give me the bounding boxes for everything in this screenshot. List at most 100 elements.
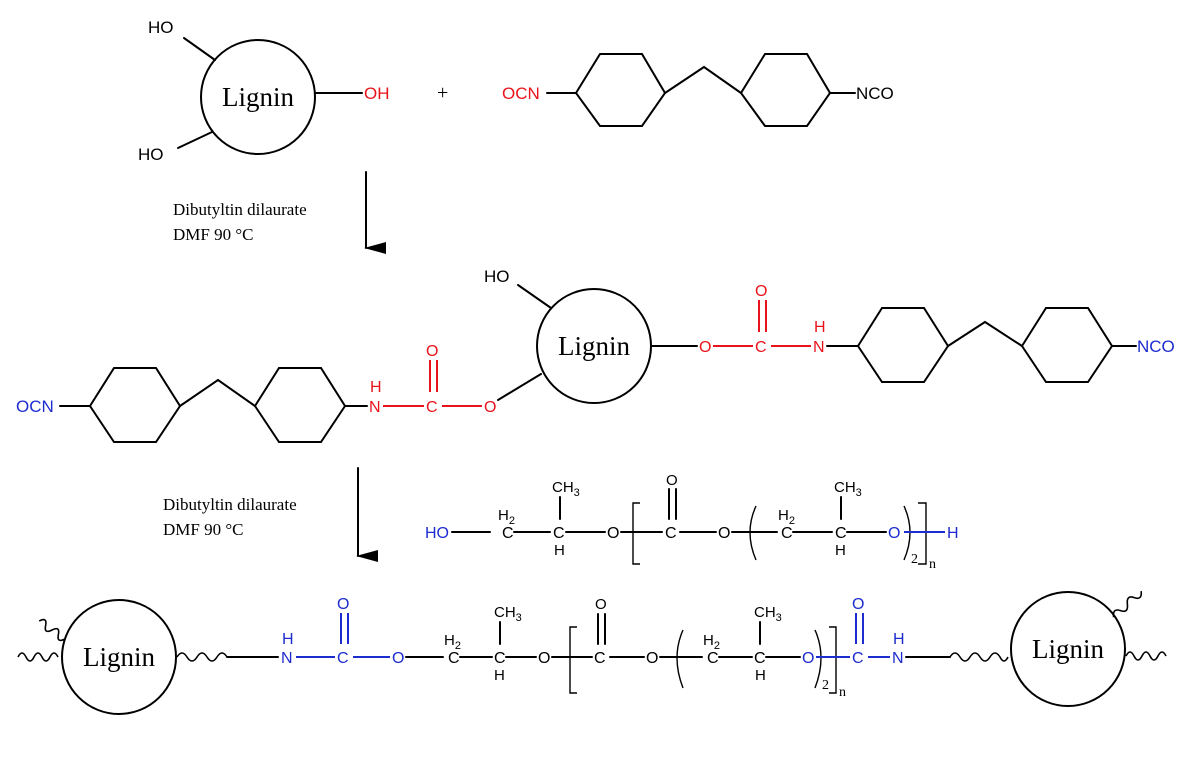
- label-o-ester-right: O: [699, 339, 711, 356]
- label-nco-blue: NCO: [1137, 337, 1175, 356]
- wavy-bond: [949, 652, 1009, 662]
- bond-ho-top: [183, 37, 216, 61]
- label-sub-2: 2: [911, 552, 918, 567]
- label-o: O: [607, 525, 619, 542]
- methylene-bridge: [947, 320, 1023, 347]
- label-ch3: CH3: [494, 604, 522, 624]
- label-o-carbonyl-right: O: [755, 283, 767, 300]
- close-square-bracket: [918, 502, 927, 565]
- lignin-label: Lignin: [558, 331, 630, 361]
- cyclohexane-ring: [1020, 307, 1114, 383]
- lignin-circle: [61, 599, 177, 715]
- close-square-bracket: [829, 626, 837, 694]
- step2-conditions: DMF 90 °C: [163, 520, 243, 539]
- methylene-bridge: [664, 65, 742, 94]
- label-c-right: C: [755, 339, 767, 356]
- label-ch3: CH3: [552, 479, 580, 499]
- label-c: C: [553, 525, 565, 542]
- lignin-circle: [1010, 591, 1126, 707]
- open-square-bracket: [569, 626, 577, 694]
- label-o-blue: O: [337, 596, 349, 613]
- label-h: H: [554, 542, 565, 559]
- label-c-left: C: [426, 399, 438, 416]
- label-c: C: [781, 525, 793, 542]
- lignin-label: Lignin: [83, 642, 155, 672]
- label-n-right: N: [813, 339, 825, 356]
- label-h2: H2: [444, 632, 461, 652]
- label-h-blue: H: [893, 631, 905, 648]
- open-square-bracket: [632, 502, 640, 565]
- final-product: Lignin H N C O O H2 C C H CH3 O C O O: [17, 591, 1167, 715]
- step1-conditions: DMF 90 °C: [173, 225, 253, 244]
- label-c: C: [754, 650, 766, 667]
- label-ho-blue: HO: [425, 525, 449, 542]
- cyclohexane-ring: [574, 53, 667, 127]
- step2-catalyst: Dibutyltin dilaurate: [163, 495, 297, 514]
- label-o: O: [718, 525, 730, 542]
- label-h-blue: H: [947, 525, 959, 542]
- polyol-reagent: HO H2 C C H CH3 O C O O H2 C C H CH3 O 2…: [425, 472, 959, 572]
- label-o: O: [595, 596, 607, 613]
- label-sub-n: n: [929, 557, 936, 572]
- bond-ho-bottom: [177, 131, 213, 149]
- label-ho: HO: [484, 267, 510, 286]
- label-c: C: [494, 650, 506, 667]
- label-h: H: [494, 667, 505, 684]
- label-h-right: H: [814, 319, 826, 336]
- label-c-blue: C: [337, 650, 349, 667]
- label-o: O: [666, 472, 678, 489]
- wavy-bond: [1112, 591, 1143, 618]
- step1-catalyst: Dibutyltin dilaurate: [173, 200, 307, 219]
- label-n-blue: N: [892, 650, 904, 667]
- label-ch3: CH3: [834, 479, 862, 499]
- bond-ho: [517, 284, 552, 309]
- methylene-bridge: [179, 378, 256, 407]
- label-h: H: [835, 542, 846, 559]
- label-o-blue: O: [392, 650, 404, 667]
- label-o-carbonyl-left: O: [426, 343, 438, 360]
- label-h: H: [755, 667, 766, 684]
- label-sub-2: 2: [822, 678, 829, 693]
- lignin-circle: [200, 39, 316, 155]
- wavy-bond: [1125, 651, 1167, 661]
- label-n-blue: N: [281, 650, 293, 667]
- label-sub-n: n: [839, 685, 846, 700]
- label-h2: H2: [498, 507, 515, 527]
- wavy-bond: [38, 618, 66, 642]
- reactant-lignin: Lignin HO HO OH: [138, 18, 390, 164]
- label-ocn-red: OCN: [502, 84, 540, 103]
- bond-o-lignin: [497, 373, 542, 401]
- label-ho-top: HO: [148, 18, 174, 37]
- label-o-ester-left: O: [484, 399, 496, 416]
- label-c: C: [835, 525, 847, 542]
- label-o: O: [646, 650, 658, 667]
- label-o-blue: O: [802, 650, 814, 667]
- label-c-blue: C: [852, 650, 864, 667]
- plus-sign: +: [437, 82, 448, 104]
- label-h-blue: H: [282, 631, 294, 648]
- wavy-bond: [176, 652, 228, 662]
- open-paren: [676, 629, 684, 689]
- label-ch3: CH3: [754, 604, 782, 624]
- label-o-blue: O: [888, 525, 900, 542]
- label-n-left: N: [369, 399, 381, 416]
- cyclohexane-ring: [88, 367, 182, 443]
- wavy-bond: [17, 652, 59, 662]
- label-o-blue: O: [852, 596, 864, 613]
- cyclohexane-ring: [856, 307, 950, 383]
- cyclohexane-ring: [253, 367, 347, 443]
- label-ho-bottom: HO: [138, 145, 164, 164]
- label-o: O: [538, 650, 550, 667]
- label-h-left: H: [370, 379, 382, 396]
- label-c: C: [665, 525, 677, 542]
- label-c: C: [448, 650, 460, 667]
- label-h2: H2: [703, 632, 720, 652]
- label-c: C: [707, 650, 719, 667]
- reactant-diisocyanate: OCN NCO: [502, 53, 894, 127]
- cyclohexane-ring: [739, 53, 832, 127]
- label-c: C: [594, 650, 606, 667]
- label-c: C: [502, 525, 514, 542]
- lignin-label: Lignin: [222, 82, 294, 112]
- label-oh-red: OH: [364, 84, 390, 103]
